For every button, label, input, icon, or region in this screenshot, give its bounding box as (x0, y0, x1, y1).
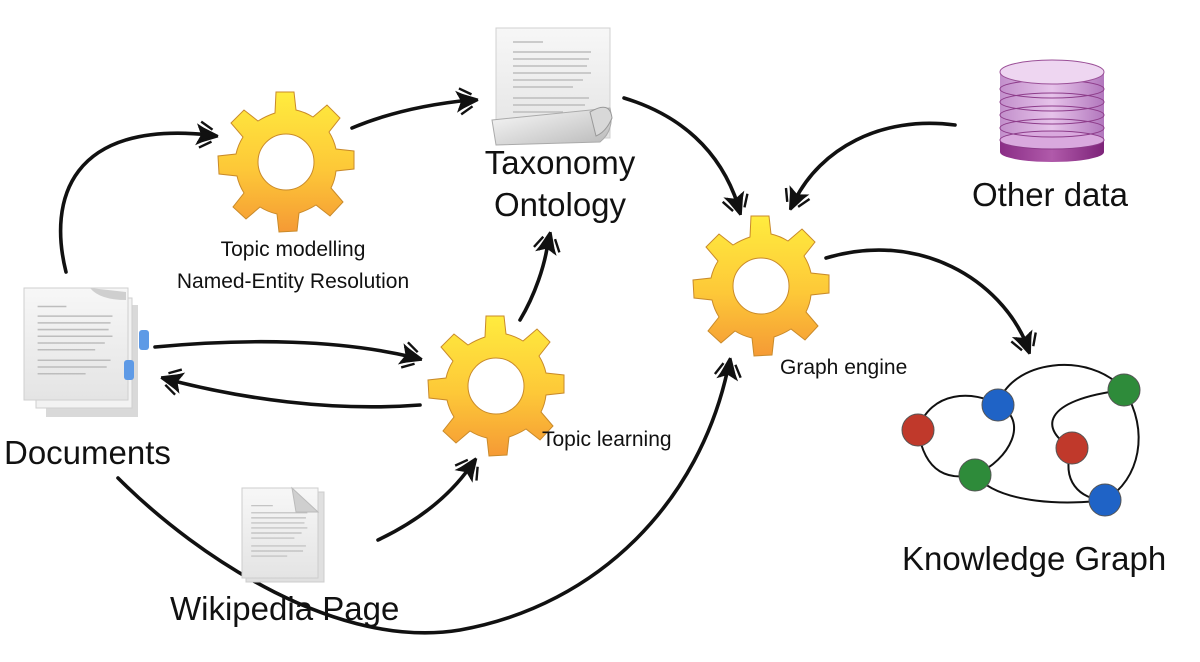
graph-engine-label: Graph engine (780, 356, 908, 379)
arrow-wikipedia-to-topic-learning (376, 465, 472, 542)
graph-engine-gear-icon (692, 215, 830, 357)
flow-arrows (58, 96, 1029, 635)
other-data-label: Other data (972, 176, 1128, 213)
graph-node-blue (981, 388, 1015, 422)
arrow-topic-modelling-to-taxonomy (350, 98, 472, 130)
knowledge-graph-label: Knowledge Graph (902, 540, 1167, 577)
database-icon (999, 59, 1105, 162)
arrow-documents-to-topic-modelling (58, 131, 212, 274)
taxonomy-document-icon (491, 27, 613, 146)
knowledge-graph-diagram (901, 363, 1141, 517)
graph-edge (974, 474, 1106, 504)
wikipedia-page-icon (241, 486, 325, 583)
topic-modelling-label: Topic modelling (220, 238, 366, 261)
arrow-taxonomy-to-graph-engine (622, 96, 740, 207)
arrow-documents-to-graph-engine (116, 366, 730, 635)
topic-modelling-gear-icon (217, 91, 355, 233)
topic-learning-label: Topic learning (542, 428, 672, 451)
graph-node-green (1107, 373, 1141, 407)
graph-edge (1104, 389, 1140, 501)
graph-node-red (901, 413, 935, 447)
taxonomy-label: Taxonomy (484, 144, 636, 181)
documents-stack-icon (23, 287, 149, 417)
graph-edge (997, 363, 1125, 406)
arrow-topic-learning-to-documents (168, 378, 422, 409)
graph-node-blue (1088, 483, 1122, 517)
arrow-graph-engine-to-knowledge-graph (824, 248, 1029, 347)
wikipedia-page-label: Wikipedia Page (170, 590, 400, 627)
ontology-label: Ontology (493, 186, 627, 223)
named-entity-resolution-label: Named-Entity Resolution (176, 270, 410, 293)
arrow-topic-learning-to-taxonomy (518, 240, 550, 322)
documents-label: Documents (4, 434, 171, 471)
arrow-documents-to-topic-learning (153, 339, 414, 359)
graph-node-red (1055, 431, 1089, 465)
graph-node-green (958, 458, 992, 492)
arrow-other-data-to-graph-engine (793, 121, 957, 202)
